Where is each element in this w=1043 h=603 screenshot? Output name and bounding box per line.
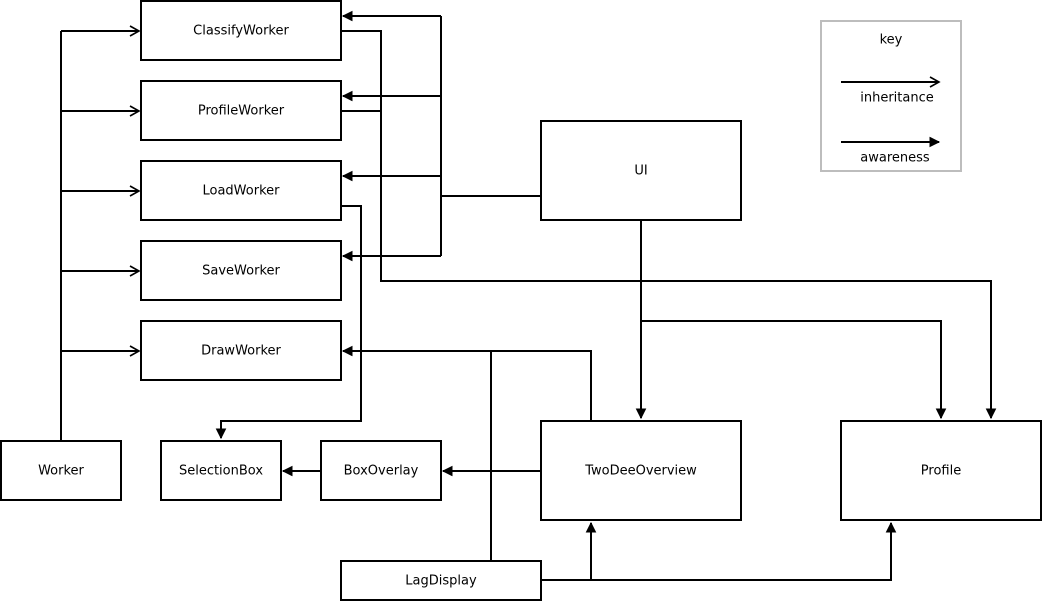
node-label: ClassifyWorker [193,24,289,39]
node-label: DrawWorker [201,344,281,359]
node-label: ProfileWorker [198,104,285,119]
node-draw-worker: DrawWorker [140,320,342,381]
edge-ui-to-profile [641,320,947,420]
node-worker: Worker [0,440,122,501]
node-label: Profile [921,464,961,479]
edge-loadworker-to-selectionbox [215,205,362,440]
node-load-worker: LoadWorker [140,160,342,221]
node-label: LoadWorker [203,184,281,199]
node-save-worker: SaveWorker [140,240,342,301]
node-two-dee-overview: TwoDeeOverview [540,420,742,521]
legend-inheritance-label: inheritance [860,91,934,106]
legend-awareness-label: awareness [860,151,930,166]
legend: key inheritance awareness [820,20,962,172]
node-label: SaveWorker [202,264,280,279]
edge-classifyworker-to-profile [341,30,997,420]
node-label: Worker [38,464,84,479]
legend-title: key [880,33,903,48]
edge-lagdisplay-to-twodeeoverview [541,521,597,581]
edge-lagdisplay-to-profile [591,521,897,581]
edge-twodeeoverview-to-drawworker [341,345,592,420]
node-label: TwoDeeOverview [584,464,697,479]
node-label: SelectionBox [179,464,263,479]
edges [60,10,997,581]
node-profile-worker: ProfileWorker [140,80,342,141]
node-lag-display: LagDisplay [340,560,542,601]
node-classify-worker: ClassifyWorker [140,0,342,61]
node-box-overlay: BoxOverlay [320,440,442,501]
node-label: UI [634,164,647,179]
node-selection-box: SelectionBox [160,440,282,501]
node-label: LagDisplay [405,574,477,589]
node-ui: UI [540,120,742,221]
node-profile: Profile [840,420,1042,521]
node-label: BoxOverlay [344,464,419,479]
